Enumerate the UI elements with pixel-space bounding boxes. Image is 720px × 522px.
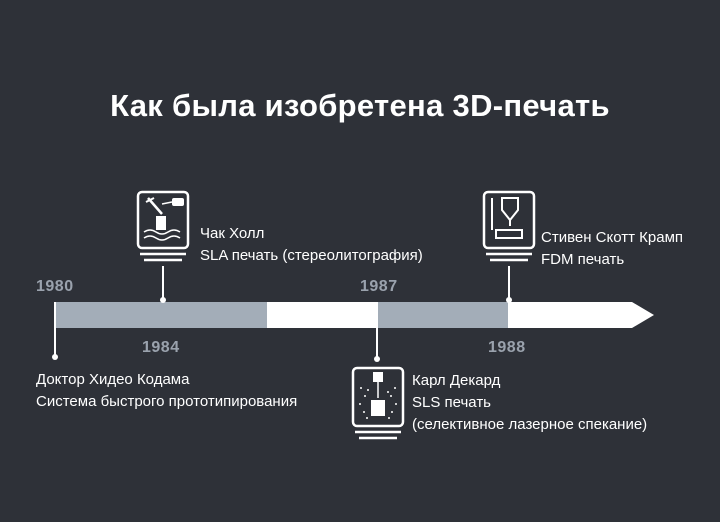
connector-dot-1984 — [160, 297, 166, 303]
year-label-1988: 1988 — [488, 339, 526, 356]
event-1980: Доктор Хидео Кодама Система быстрого про… — [36, 369, 297, 413]
event-1988: Стивен Скотт Крамп FDM печать — [541, 227, 683, 271]
fdm-printer-icon — [482, 190, 536, 262]
event-1980-name: Доктор Хидео Кодама — [36, 371, 190, 388]
event-1987: Карл Декард SLS печать (селективное лазе… — [412, 370, 647, 436]
year-label-1984: 1984 — [142, 339, 180, 356]
event-1984-desc: SLA печать (стереолитография) — [200, 247, 423, 264]
event-1987-desc: SLS печать — [412, 394, 491, 411]
sla-printer-icon — [136, 190, 190, 262]
timeline-segment-1987-1988 — [378, 302, 508, 328]
connector-dot-1987 — [374, 356, 380, 362]
event-1984: Чак Холл SLA печать (стереолитография) — [200, 223, 423, 267]
connector-dot-1988 — [506, 297, 512, 303]
event-1984-name: Чак Холл — [200, 225, 265, 242]
timeline-segment-1980-1984 — [55, 302, 267, 328]
year-label-1980: 1980 — [36, 278, 74, 295]
event-1987-detail: (селективное лазерное спекание) — [412, 416, 648, 433]
page-title: Как была изобретена 3D-печать — [110, 88, 610, 123]
connector-dot-1980 — [52, 354, 58, 360]
event-1987-name: Карл Декард — [412, 372, 501, 389]
sls-printer-icon — [351, 366, 405, 440]
event-1988-desc: FDM печать — [541, 251, 625, 268]
year-label-1987: 1987 — [360, 278, 398, 295]
event-1988-name: Стивен Скотт Крамп — [541, 229, 684, 246]
event-1980-desc: Система быстрого прототипирования — [36, 393, 298, 410]
